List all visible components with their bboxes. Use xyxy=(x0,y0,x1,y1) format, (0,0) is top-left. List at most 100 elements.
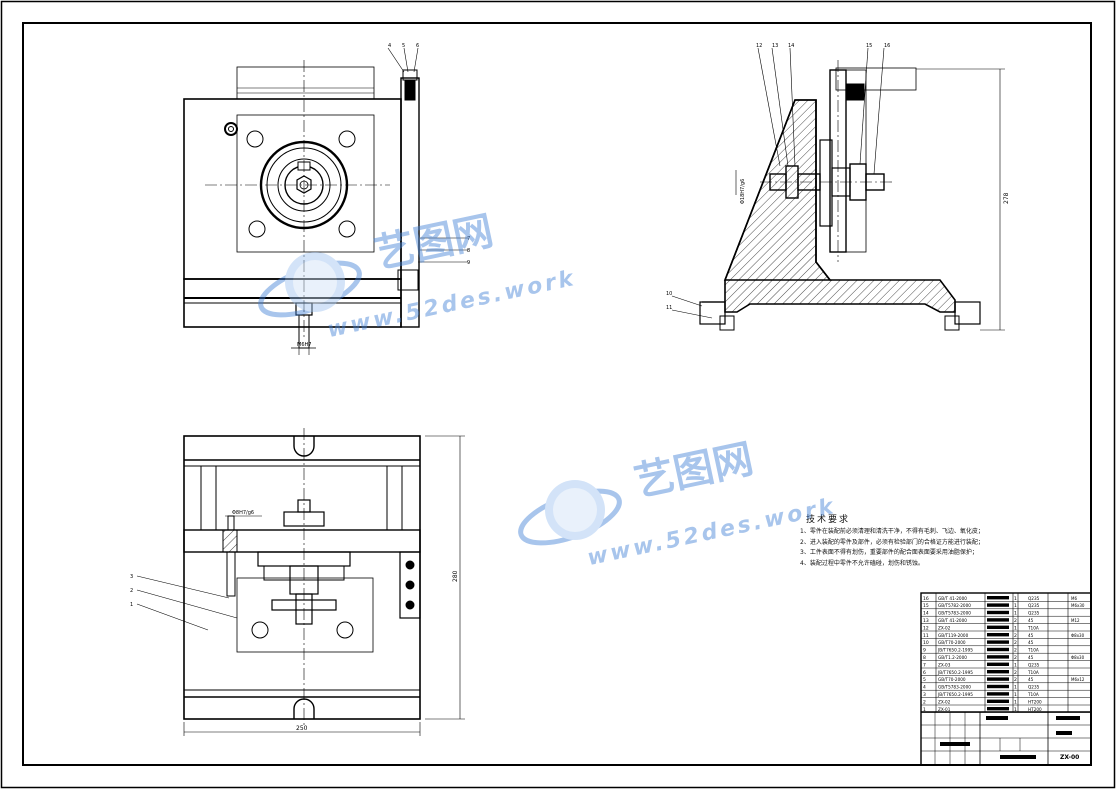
bom-qty-cell: 2 xyxy=(1014,670,1017,676)
bom-name-blot xyxy=(987,707,1009,711)
bom-mat-cell: 45 xyxy=(1028,677,1034,682)
bom-name-blot xyxy=(987,677,1009,681)
bom-note-cell: Φ8x30 xyxy=(1071,655,1085,660)
bom-mat-cell: T10A xyxy=(1027,692,1039,697)
bom-no-cell: 10 xyxy=(923,640,929,646)
bom-note-cell: M6 xyxy=(1071,596,1077,601)
bom-mat-cell: 45 xyxy=(1028,640,1034,645)
callout-16: 16 xyxy=(884,43,890,49)
bom-no-cell: 11 xyxy=(923,633,929,639)
callout-2: 2 xyxy=(130,588,133,594)
top-width-dimension: 250 xyxy=(296,725,308,732)
bom-qty-cell: 1 xyxy=(1014,707,1017,713)
callout-14: 14 xyxy=(788,43,794,49)
bom-name-blot xyxy=(987,692,1009,696)
bom-no-cell: 4 xyxy=(923,685,926,691)
bom-code-cell: GB/T5782-2000 xyxy=(938,603,971,608)
bom-code-cell: GB/T5783-2000 xyxy=(938,685,971,690)
bom-mat-cell: HT200 xyxy=(1028,707,1042,712)
bom-qty-cell: 1 xyxy=(1014,662,1017,668)
bom-name-blot xyxy=(987,596,1009,600)
bom-name-blot xyxy=(987,618,1009,622)
requirement-line-1: 1、零件在装配前必须清理和清洗干净，不得有毛刺、飞边、氧化皮； xyxy=(800,528,984,535)
bom-mat-cell: T10A xyxy=(1027,648,1039,653)
bom-qty-cell: 2 xyxy=(1014,677,1017,683)
bom-no-cell: 3 xyxy=(923,692,926,698)
bom-qty-cell: 2 xyxy=(1014,648,1017,654)
bom-mat-cell: 45 xyxy=(1028,655,1034,660)
bom-code-cell: GB/T119-2000 xyxy=(938,633,969,638)
bom-no-cell: 15 xyxy=(923,603,929,609)
bom-code-cell: ZX-02 xyxy=(938,625,951,630)
bom-no-cell: 14 xyxy=(923,611,929,617)
bom-code-cell: GB/T1.2-2000 xyxy=(938,655,967,660)
bom-no-cell: 7 xyxy=(923,662,926,668)
side-view xyxy=(671,47,1005,331)
bom-code-cell: GB/T 41-2000 xyxy=(938,596,967,601)
bom-name-blot xyxy=(987,699,1009,703)
bom-name-blot xyxy=(987,647,1009,652)
callout-1: 1 xyxy=(130,602,133,608)
callout-7: 7 xyxy=(467,236,470,242)
bom-mat-cell: 45 xyxy=(1028,618,1034,623)
title-block xyxy=(920,592,1092,766)
bom-note-cell: M12 xyxy=(1071,618,1080,623)
bom-no-cell: 9 xyxy=(923,648,926,654)
bom-mat-cell: T10A xyxy=(1027,625,1039,630)
requirement-line-4: 4、装配过程中零件不允许磕碰，划伤和锈蚀。 xyxy=(800,559,924,567)
bom-no-cell: 5 xyxy=(923,677,926,683)
bom-code-cell: GB/T70-2000 xyxy=(938,640,966,645)
bom-code-cell: JB/T7650.2-1995 xyxy=(937,670,973,675)
bom-qty-cell: 1 xyxy=(1014,692,1017,698)
bom-mat-cell: Q235 xyxy=(1028,603,1040,608)
requirement-line-2: 2、进入装配的零件及部件，必须有检验部门的合格证方能进行装配； xyxy=(800,538,984,546)
bom-note-cell: Φ8x30 xyxy=(1071,633,1085,638)
bom-mat-cell: Q235 xyxy=(1028,611,1040,616)
top-view xyxy=(136,428,465,736)
bom-name-blot xyxy=(987,603,1009,607)
callout-10: 10 xyxy=(666,291,672,297)
bom-qty-cell: 1 xyxy=(1014,625,1017,631)
bom-note-cell: M6x30 xyxy=(1071,603,1085,608)
top-fit-dimension: Φ8H7/g6 xyxy=(232,510,254,516)
side-height-dimension: 278 xyxy=(1003,192,1010,204)
callout-4: 4 xyxy=(388,43,391,49)
drawing-code: ZX-00 xyxy=(1060,754,1079,761)
technical-requirements-title: 技术要求 xyxy=(806,515,851,525)
bom-name-blot xyxy=(987,633,1009,637)
bom-note-cell: M6x12 xyxy=(1071,677,1085,682)
bom-qty-cell: 1 xyxy=(1014,611,1017,617)
bom-code-cell: ZX-01 xyxy=(938,707,951,712)
inner-frame xyxy=(22,22,1092,766)
bom-qty-cell: 2 xyxy=(1014,655,1017,661)
bom-code-cell: GB/T5783-2000 xyxy=(938,611,971,616)
callout-11: 11 xyxy=(666,305,672,311)
bom-no-cell: 12 xyxy=(923,625,929,631)
front-view xyxy=(183,47,468,355)
bom-no-cell: 16 xyxy=(923,596,929,602)
bom-code-cell: JB/T7650.2-1995 xyxy=(937,648,973,653)
callout-13: 13 xyxy=(772,43,778,49)
top-height-dimension: 280 xyxy=(452,570,459,582)
bom-qty-cell: 1 xyxy=(1014,699,1017,705)
bom-code-cell: JB/T7650.2-1995 xyxy=(937,692,973,697)
bom-mat-cell: Q235 xyxy=(1028,662,1040,667)
bom-qty-cell: 1 xyxy=(1014,596,1017,602)
bom-code-cell: ZX-02 xyxy=(938,699,951,704)
bom-mat-cell: HT200 xyxy=(1028,699,1042,704)
bom-code-cell: ZX-03 xyxy=(938,662,951,667)
bom-qty-cell: 2 xyxy=(1014,618,1017,624)
bom-name-blot xyxy=(987,610,1009,615)
bom-no-cell: 1 xyxy=(923,707,926,713)
bom-mat-cell: T10A xyxy=(1027,670,1039,675)
technical-requirements: 技术要求 1、零件在装配前必须清理和清洗干净，不得有毛刺、飞边、氧化皮； 2、进… xyxy=(800,512,1080,569)
bom-mat-cell: Q235 xyxy=(1028,596,1040,601)
side-fit-dimension: Φ18H7/g6 xyxy=(740,179,746,204)
callout-8: 8 xyxy=(467,248,470,254)
bom-name-blot xyxy=(987,662,1009,666)
requirement-line-3: 3、工件表面不得有划伤，重要部件的配合面表面要采用油脂保护； xyxy=(800,549,978,556)
bom-name-blot xyxy=(987,640,1009,644)
bom-no-cell: 2 xyxy=(923,699,926,705)
